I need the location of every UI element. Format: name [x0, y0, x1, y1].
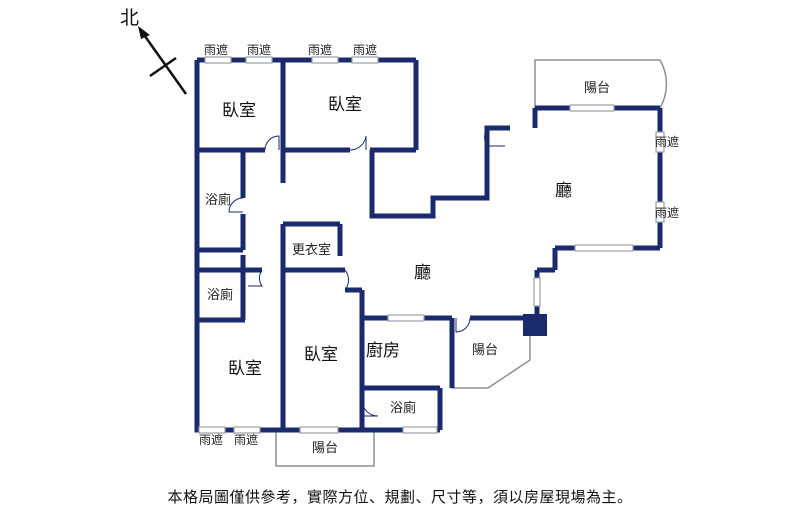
awning-label: 雨遮 — [204, 42, 228, 57]
living-room-center-label: 廳 — [414, 263, 431, 283]
compass-north-label: 北 — [120, 7, 139, 29]
bedroom-top-left-label: 臥室 — [222, 101, 256, 121]
bathroom-lower-label: 浴廁 — [207, 287, 233, 303]
balcony-outlines — [275, 59, 668, 467]
awning-label: 雨遮 — [234, 432, 258, 447]
north-compass: 北 — [120, 7, 188, 95]
awning-label: 雨遮 — [353, 42, 377, 57]
closet-label: 更衣室 — [292, 242, 331, 258]
bedroom-bottom-left-label: 臥室 — [228, 359, 262, 379]
bedroom-top-right-label: 臥室 — [328, 95, 362, 115]
balcony-bottom-label: 陽台 — [312, 441, 338, 456]
balcony-right-label: 陽台 — [472, 343, 498, 358]
bedroom-bottom-mid-label: 臥室 — [304, 345, 338, 365]
bathroom-bottom-label: 浴廁 — [390, 400, 416, 416]
awning-label: 雨遮 — [199, 432, 223, 447]
awning-label: 雨遮 — [655, 134, 679, 149]
awning-label: 雨遮 — [655, 205, 679, 220]
structural-column — [523, 314, 547, 336]
living-room-upper-label: 廳 — [555, 181, 572, 201]
awning-label: 雨遮 — [308, 42, 332, 57]
door-swings — [228, 127, 505, 417]
balcony-top-outline — [534, 59, 668, 109]
kitchen-label: 廚房 — [366, 340, 400, 361]
windows — [198, 56, 665, 434]
balcony-top-label: 陽台 — [584, 81, 610, 96]
disclaimer-text: 本格局圖僅供參考，實際方位、規劃、尺寸等，須以房屋現場為主。 — [167, 488, 633, 506]
awning-label: 雨遮 — [247, 42, 271, 57]
bathroom-upper-label: 浴廁 — [205, 192, 231, 208]
